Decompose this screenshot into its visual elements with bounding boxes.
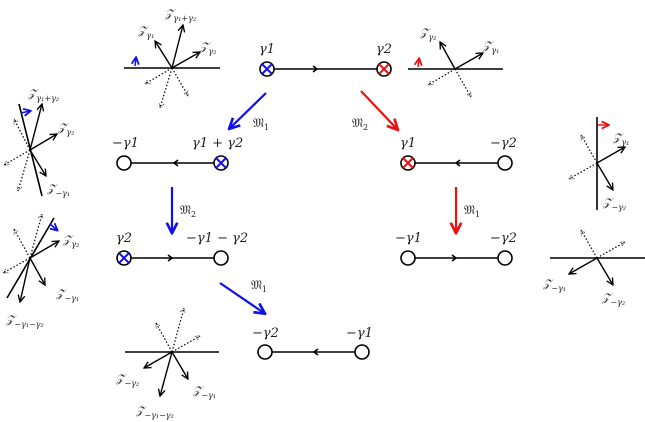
quiver-blue-2: γ2 −γ1 − γ2 — [116, 231, 248, 266]
rotation-arrow-icon — [20, 111, 30, 113]
central-charge-top-right: 𝒵γ₂ 𝒵γ₁ — [408, 26, 503, 97]
node[interactable] — [257, 344, 273, 360]
svg-text:𝒵−γ₁: 𝒵−γ₁ — [46, 182, 70, 198]
svg-text:𝒵γ₂: 𝒵γ₂ — [199, 40, 216, 56]
rotation-arrow-icon — [418, 59, 419, 68]
central-charge-right-1: 𝒵γ₁ 𝒵−γ₂ — [569, 117, 629, 212]
node-label: −γ1 − γ2 — [186, 231, 248, 246]
svg-text:𝒵γ₁: 𝒵γ₁ — [482, 39, 499, 55]
node-label: γ1 — [400, 136, 416, 151]
mutation-label-m1: 𝔐1 — [251, 278, 267, 294]
svg-text:𝒵γ₂: 𝒵γ₂ — [62, 233, 79, 249]
svg-text:𝒵γ₁: 𝒵γ₁ — [137, 24, 154, 40]
svg-text:𝒵−γ₁−γ₂: 𝒵−γ₁−γ₂ — [5, 313, 44, 329]
central-charge-top-left: 𝒵γ₁+γ₂ 𝒵γ₁ 𝒵γ₂ — [124, 7, 220, 108]
node-label: −γ2 — [490, 231, 517, 246]
node[interactable] — [354, 344, 370, 360]
svg-text:𝒵−γ₁: 𝒵−γ₁ — [55, 287, 79, 303]
quiver-blue-1: −γ1 γ1 + γ2 — [112, 136, 243, 171]
svg-text:𝒵−γ₁: 𝒵−γ₁ — [192, 384, 216, 400]
central-charge-bottom: 𝒵−γ₂ 𝒵−γ₁ 𝒵−γ₁−γ₂ — [115, 308, 219, 420]
quiver-red-2: −γ1 −γ2 — [395, 231, 517, 266]
svg-text:𝒵−γ₁: 𝒵−γ₁ — [542, 277, 566, 293]
quiver-red-1: γ1 −γ2 — [400, 136, 517, 171]
svg-text:𝒵γ₁+γ₂: 𝒵γ₁+γ₂ — [27, 87, 59, 103]
mutation-label-m2: 𝔐2 — [352, 116, 368, 132]
node-label: −γ1 — [395, 231, 422, 246]
svg-text:𝒵−γ₂: 𝒵−γ₂ — [115, 372, 139, 388]
node-label: γ2 — [376, 42, 392, 57]
svg-text:𝒵−γ₂: 𝒵−γ₂ — [602, 196, 626, 212]
node-label: −γ1 — [346, 326, 373, 341]
svg-text:𝒵γ₂: 𝒵γ₂ — [57, 121, 74, 137]
mutation-arrow-m1 — [219, 282, 264, 313]
mutation-label-m2: 𝔐2 — [180, 203, 196, 219]
central-charge-right-2: 𝒵−γ₁ 𝒵−γ₂ — [542, 230, 645, 307]
svg-text:𝒵γ₁: 𝒵γ₁ — [612, 131, 629, 147]
node-label: −γ2 — [490, 136, 517, 151]
mutation-arrow-m2 — [360, 90, 397, 129]
svg-text:𝒵γ₁+γ₂: 𝒵γ₁+γ₂ — [164, 7, 196, 23]
central-charge-left-1: 𝒵γ₁+γ₂ 𝒵γ₂ 𝒵−γ₁ — [4, 87, 74, 198]
node-label: −γ1 — [112, 136, 139, 151]
svg-text:𝒵−γ₂: 𝒵−γ₂ — [601, 291, 625, 307]
node[interactable] — [497, 250, 513, 266]
node-label: −γ2 — [252, 326, 279, 341]
svg-text:𝒵γ₂: 𝒵γ₂ — [419, 26, 436, 42]
rotation-arrow-icon — [135, 58, 136, 67]
mutation-label-m1: 𝔐1 — [464, 203, 480, 219]
node[interactable] — [213, 250, 229, 266]
node-label: γ1 — [259, 42, 275, 57]
node[interactable] — [497, 155, 513, 171]
svg-text:𝒵−γ₁−γ₂: 𝒵−γ₁−γ₂ — [135, 404, 174, 420]
mutation-label-m1: 𝔐1 — [253, 116, 269, 132]
quiver-blue-3: −γ2 −γ1 — [252, 326, 373, 360]
node-label: γ2 — [116, 231, 132, 246]
rotation-arrow-icon — [49, 224, 57, 230]
node[interactable] — [116, 155, 132, 171]
node-label: γ1 + γ2 — [192, 136, 243, 151]
mutation-arrow-m1 — [230, 92, 267, 128]
node[interactable] — [400, 250, 416, 266]
central-charge-left-2: 𝒵γ₂ 𝒵−γ₁ 𝒵−γ₁−γ₂ — [3, 214, 79, 329]
quiver-top: γ1 γ2 — [259, 42, 392, 77]
